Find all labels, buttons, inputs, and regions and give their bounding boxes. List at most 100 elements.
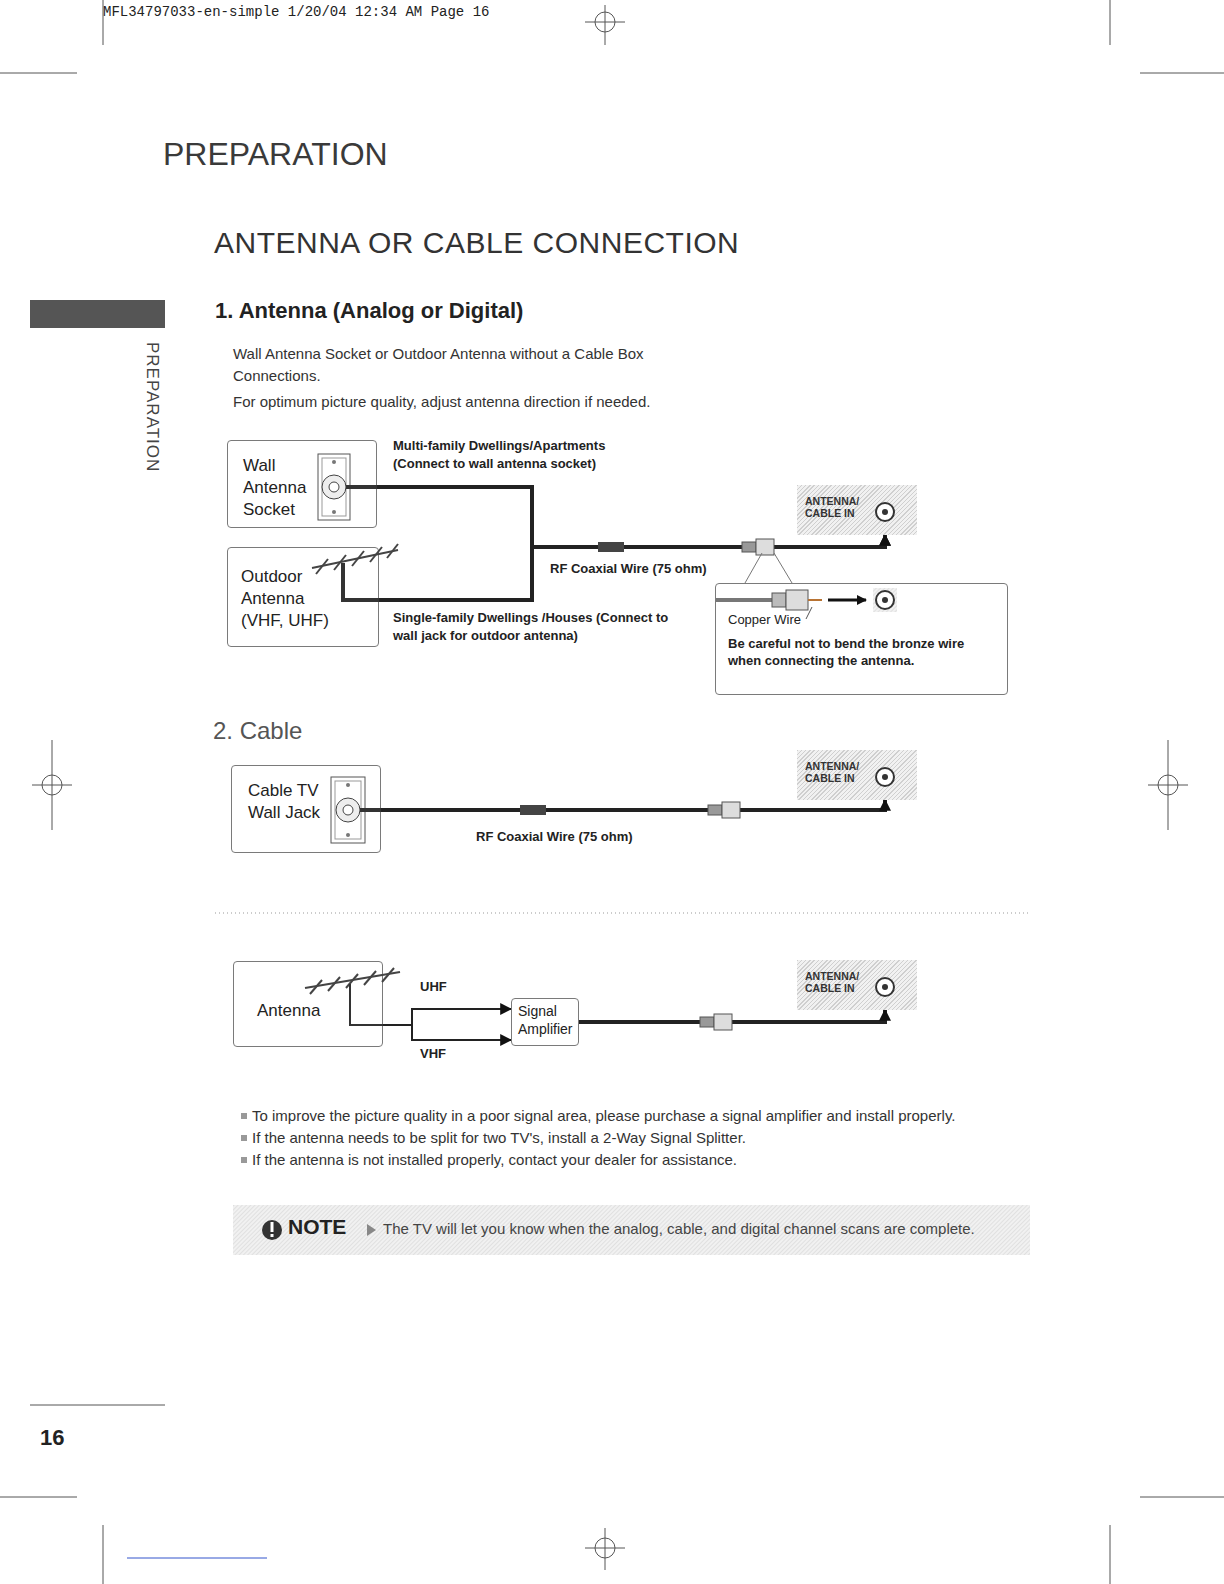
antenna-jack xyxy=(876,591,894,609)
section-tab xyxy=(30,300,165,328)
note-text: The TV will let you know when the analog… xyxy=(383,1220,975,1237)
antenna-boom xyxy=(305,972,400,988)
antenna-jack xyxy=(882,509,888,515)
box-label: Antenna xyxy=(257,1000,320,1022)
blue-rule xyxy=(127,1558,267,1559)
ferrite-core xyxy=(598,542,624,552)
crop-mark xyxy=(1110,1525,1111,1584)
coax-plug xyxy=(786,590,808,610)
socket-port xyxy=(336,798,360,822)
subsection-heading: 2. Cable xyxy=(213,717,302,745)
leader-line xyxy=(774,553,792,583)
socket-port xyxy=(343,805,353,815)
cable-wall-jack xyxy=(331,777,381,843)
registration-mark xyxy=(605,1528,606,1570)
page-number: 16 xyxy=(40,1425,64,1451)
bullet-text: If the antenna needs to be split for two… xyxy=(252,1129,746,1146)
side-tab-text: PREPARATION xyxy=(142,342,162,472)
coax-connector xyxy=(379,535,885,600)
antenna-element xyxy=(387,544,398,558)
callout-plug xyxy=(716,588,897,619)
note-heading: NOTE xyxy=(288,1215,346,1239)
note-icon xyxy=(262,1220,282,1240)
connector-label: RF Coaxial Wire (75 ohm) xyxy=(474,829,635,844)
socket-plate xyxy=(318,454,350,520)
antenna-input-panel: ANTENNA/ CABLE IN xyxy=(797,750,917,800)
coax-plug xyxy=(708,805,722,815)
body-text: Wall Antenna Socket or Outdoor Antenna w… xyxy=(233,343,683,387)
antenna-input-panel: ANTENNA/ CABLE IN xyxy=(797,485,917,535)
body-text: For optimum picture quality, adjust ante… xyxy=(233,391,650,413)
socket-plate xyxy=(335,781,361,839)
antenna-box: Antenna xyxy=(233,961,383,1047)
crop-mark xyxy=(1110,0,1111,45)
page-title: ANTENNA OR CABLE CONNECTION xyxy=(214,226,739,260)
crop-mark xyxy=(0,73,77,74)
wiring-note: Single-family Dwellings /Houses (Connect… xyxy=(393,609,693,645)
socket-plate xyxy=(331,777,365,843)
antenna-lead xyxy=(350,984,383,1025)
coax-connector xyxy=(383,1009,511,1025)
crop-mark xyxy=(0,1497,77,1498)
port-label: ANTENNA/ CABLE IN xyxy=(805,760,873,784)
separator xyxy=(215,913,1030,914)
box-label: Signal Amplifier xyxy=(518,1002,574,1038)
screw xyxy=(346,833,350,837)
page-rule xyxy=(30,1405,165,1406)
crop-mark xyxy=(1140,73,1224,74)
registration-mark xyxy=(1168,740,1169,830)
antenna-jack xyxy=(882,984,888,990)
coax-plug xyxy=(742,542,756,552)
print-header: MFL34797033-en-simple 1/20/04 12:34 AM P… xyxy=(103,4,489,20)
antenna-element xyxy=(382,968,394,982)
registration-mark xyxy=(605,5,606,45)
coax-plug xyxy=(714,1014,732,1030)
coax-wire xyxy=(716,598,772,602)
signal-amplifier-box: Signal Amplifier xyxy=(511,998,579,1046)
crop-mark xyxy=(1140,1497,1224,1498)
antenna-input-panel: ANTENNA/ CABLE IN xyxy=(797,960,917,1010)
box-label: Cable TV Wall Jack xyxy=(248,780,330,824)
coax-plug xyxy=(756,539,774,555)
antenna-element xyxy=(352,551,364,566)
note-icon xyxy=(271,1222,274,1232)
coax-plug xyxy=(700,1017,714,1027)
antenna-jack xyxy=(882,774,888,780)
bullet-text: If the antenna is not installed properly… xyxy=(252,1151,737,1168)
note-bar xyxy=(233,1205,1030,1255)
port-label: ANTENNA/ CABLE IN xyxy=(805,970,873,994)
antenna-lead xyxy=(343,563,379,600)
socket-port xyxy=(329,482,339,492)
ferrite-core xyxy=(520,805,546,815)
connector-label: RF Coaxial Wire (75 ohm) xyxy=(548,561,709,576)
subsection-heading: 1. Antenna (Analog or Digital) xyxy=(215,298,523,324)
antenna-element xyxy=(316,559,328,574)
antenna-jack xyxy=(876,503,894,521)
socket-port xyxy=(322,475,346,499)
caution-text: Be careful not to bend the bronze wire w… xyxy=(728,636,999,670)
box-label: Outdoor Antenna (VHF, UHF) xyxy=(241,566,337,632)
coax-wire xyxy=(360,808,381,812)
copper-wire xyxy=(808,599,822,601)
coax-plug xyxy=(772,593,786,607)
coax-connector xyxy=(377,487,885,547)
insert-arrow xyxy=(828,599,866,602)
antenna-element xyxy=(364,971,376,985)
screw xyxy=(346,783,350,787)
box-label: Wall Antenna Socket xyxy=(243,455,325,521)
crop-mark xyxy=(103,1525,104,1584)
antenna-boom xyxy=(312,550,398,568)
antenna-jack xyxy=(876,768,894,786)
socket-plate xyxy=(322,458,346,516)
antenna-element xyxy=(346,974,358,988)
antenna-element xyxy=(370,547,382,562)
bullet-text: To improve the picture quality in a poor… xyxy=(252,1107,955,1124)
coax-plug xyxy=(722,802,740,818)
wall-socket xyxy=(318,454,377,520)
antenna xyxy=(305,968,400,1025)
connector-label: UHF xyxy=(418,979,449,994)
antenna-jack xyxy=(882,597,888,603)
outdoor-antenna xyxy=(312,544,398,600)
coax-connector xyxy=(381,800,885,810)
